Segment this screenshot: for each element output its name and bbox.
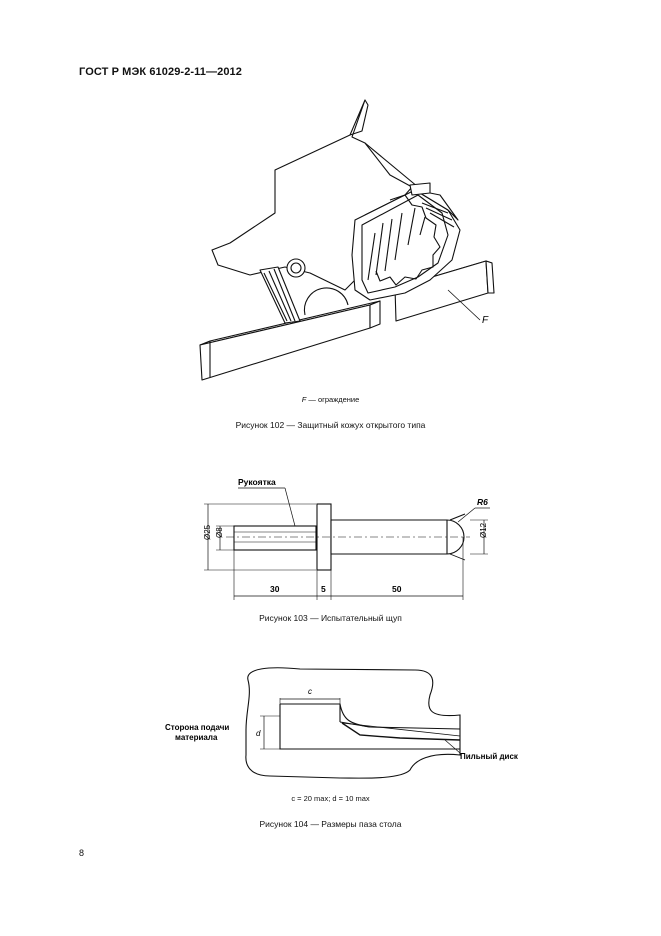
label-f-leader xyxy=(447,289,481,321)
lower-arm xyxy=(259,266,301,324)
dim-c: c xyxy=(308,687,312,696)
dim-d: d xyxy=(256,729,261,738)
legend-text-f: — ограждение xyxy=(306,395,360,404)
figure-102-legend: F — ограждение xyxy=(0,395,661,404)
figure-103-caption: Рисунок 103 — Испытательный щуп xyxy=(259,613,402,623)
figure-104-caption: Рисунок 104 — Размеры паза стола xyxy=(259,819,402,829)
dim-30: 30 xyxy=(270,584,280,594)
saw-leader xyxy=(444,739,461,754)
saw-blade xyxy=(341,722,461,741)
page-number: 8 xyxy=(79,848,85,858)
label-f: F xyxy=(482,315,489,326)
feed-label-line1: Сторона подачи xyxy=(165,723,229,732)
probe-handle xyxy=(233,525,317,551)
handle-leader xyxy=(284,487,296,527)
left-table-plank xyxy=(199,300,381,381)
figure-104-drawing: c d Сторона подачи материала Пильный дис… xyxy=(165,667,519,779)
pivot-bolt xyxy=(286,258,306,278)
feed-label-line2: материала xyxy=(175,733,218,742)
handle-label: Рукоятка xyxy=(238,477,276,487)
blade-guard xyxy=(351,182,461,301)
r6-leader xyxy=(457,507,476,523)
lower-disk-arc xyxy=(303,287,349,316)
legend-symbol-f: F xyxy=(301,395,307,404)
dim-dia25: Ø25 xyxy=(203,524,212,540)
dim-dia8: Ø8 xyxy=(215,527,224,538)
figure-102-drawing: F xyxy=(199,99,495,381)
figure-104-legend: c = 20 max; d = 10 max xyxy=(291,794,370,803)
dim-50: 50 xyxy=(392,584,402,594)
dim-5: 5 xyxy=(321,584,326,594)
dim-dia12: Ø12 xyxy=(479,522,488,538)
figure-102-caption: Рисунок 102 — Защитный кожух открытого т… xyxy=(235,420,426,430)
page-header: ГОСТ Р МЭК 61029-2-11—2012 xyxy=(79,66,242,78)
radius-label: R6 xyxy=(477,497,488,507)
saw-label: Пильный диск xyxy=(460,752,519,761)
figure-103-drawing: Рукоятка R6 Ø25 Ø8 Ø12 30 5 50 xyxy=(203,477,490,600)
